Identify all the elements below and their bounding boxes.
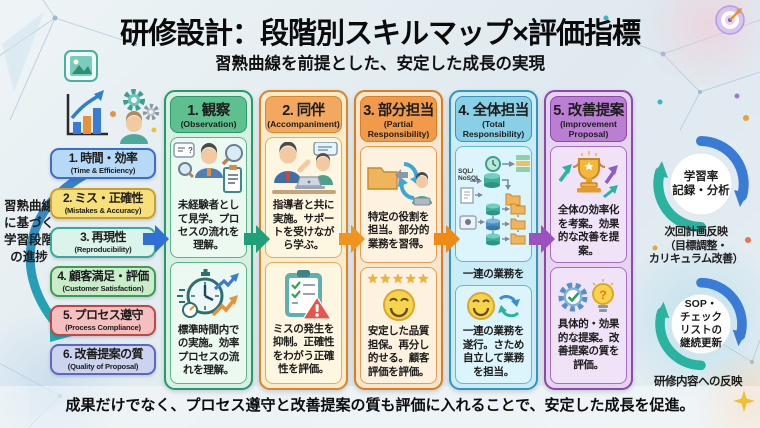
metric-sublabel: (Customer Satisfaction) [62, 283, 144, 293]
stage-bottom-text: ミスの発生を抑制。正確性をわがう正確性を評価。 [272, 322, 335, 376]
gear-check-bulb-icon: ? [558, 279, 614, 313]
arrow-stage3-to-stage4 [434, 225, 460, 253]
sop-cycle-ring: SOP・ チェック リストの 継続更新 [653, 276, 749, 372]
data-flow-diagram-icon [458, 155, 530, 246]
cycle1-label: 学習率 記録・分析 [672, 170, 730, 197]
stage-subtitle-en: (Partial Responsibility) [367, 119, 430, 139]
stage-top-text: 未経験者として見学。プロセスの流れを理解。 [177, 199, 240, 252]
observer-magnifier-icon: ? [172, 142, 243, 194]
stage-mid-text: 一連の業務を [462, 268, 525, 281]
metric-label: 4. 顧客満足・評価 [57, 269, 149, 283]
stage-top-text: 全体の効率化を考案。効果的な改善を提案。 [557, 204, 620, 257]
metric-label: 6. 改善提案の質 [63, 347, 144, 361]
metric-label: 1. 時間・効率 [68, 151, 138, 165]
cycle1-caption: 次回計画反映 （目標調整・ カリキュラム改善） [648, 226, 744, 266]
svg-text:?: ? [599, 288, 606, 302]
stage-diagram-box: SQL/ NoSQL [455, 146, 532, 263]
arrow-stage2-to-stage3 [339, 225, 365, 253]
stage-bottom-box: ★★★★★ 安定した品質担保。再分し的せる。顧客評価を評価。 [360, 267, 437, 384]
stage-header: 5. 改善提案 (Improvement Proposal) [550, 96, 627, 143]
cycle2-caption: 研修内容への反映 [654, 376, 743, 388]
stage-bottom-box: 標準時間内での実施。効率プロセスの流れを理解。 [170, 262, 247, 384]
stage-top-box: 全体の効率化を考案。効果的な改善を提案。 [550, 146, 627, 264]
stage-subtitle-en: (Improvement Proposal) [560, 119, 617, 139]
sql-nosql-label: SQL/ NoSQL [458, 168, 481, 183]
stage-bottom-box: 一連の業務を遂行。さため自立して業務を担当。 [455, 285, 532, 384]
smiley-icon [382, 289, 415, 322]
task-rotation-icon [366, 162, 432, 206]
sparkle-icon [733, 390, 755, 412]
photo-chart-icon [64, 50, 98, 82]
stage-card-total-responsibility: 4. 全体担当 (Total Responsibility) SQL/ NoSQ… [449, 90, 538, 390]
stage-subtitle-en: (Accompaniment) [267, 119, 340, 129]
metric-sublabel: (Quality of Proposal) [67, 361, 139, 371]
metric-time-efficiency: 1. 時間・効率 (Time & Efficiency) [50, 148, 156, 179]
metric-label: 5. プロセス遵守 [63, 308, 144, 322]
metric-customer-satisfaction: 4. 顧客満足・評価 (Customer Satisfaction) [50, 266, 156, 297]
stage-subtitle-en: (Total Responsibility) [462, 119, 525, 139]
metric-sublabel: (Process Compliance) [65, 322, 141, 332]
stage-top-box: ? 未経験者として見学。プロセスの流れを理解。 [170, 136, 247, 259]
stage-card-observation: 1. 観察 (Observation) ? 未経験者として見学。プロセスの流れ [164, 90, 253, 390]
svg-text:?: ? [188, 146, 193, 155]
stopwatch-growth-icon [176, 268, 239, 318]
cycle-arrows-icon [653, 136, 749, 232]
stage-header: 4. 全体担当 (Total Responsibility) [455, 96, 532, 143]
stage-bottom-box: ? 具体的・効果的な提案。改善提案の質を評価。 [550, 267, 627, 384]
cycle2-label: SOP・ チェック リストの 継続更新 [680, 298, 722, 349]
arrow-stage1-to-stage2 [244, 225, 270, 253]
stage-title: 3. 部分担当 [363, 103, 434, 119]
side-label-learning-progress: 習熟曲線 に基づく 学習段階 の進捗 [3, 199, 54, 264]
stage-title: 1. 観察 [187, 103, 230, 119]
stage-top-text: 指導者と共に実施。サポートを受けながら学ぶ。 [272, 199, 335, 252]
footer-text: 成果だけでなく、プロセス遵守と改善提案の質も評価に入れることで、安定した成長を促… [65, 397, 695, 414]
page-subtitle: 習熟曲線を前提とした、安定した成長の実現 [215, 55, 545, 73]
metric-reproducibility: 3. 再現性 (Reproducibility) [50, 227, 156, 258]
metric-label: 3. 再現性 [80, 230, 126, 244]
metric-sublabel: (Time & Efficiency) [70, 165, 136, 175]
stage-bottom-text: 一連の業務を遂行。さため自立して業務を担当。 [462, 325, 525, 378]
stage-subtitle-en: (Observation) [180, 119, 237, 129]
metric-proposal-quality: 6. 改善提案の質 (Quality of Proposal) [50, 344, 156, 375]
cycle-arrows-icon [655, 277, 747, 371]
stage-bottom-text: 安定した品質担保。再分し的せる。顧客評価を評価。 [367, 325, 430, 378]
arrow-metrics-to-stage1 [143, 225, 169, 253]
stage-header: 2. 同伴 (Accompaniment) [265, 96, 342, 133]
metric-sublabel: (Mistakes & Accuracy) [64, 205, 142, 215]
dart-target-icon [715, 5, 745, 35]
stage-header: 3. 部分担当 (Partial Responsibility) [360, 96, 437, 143]
stage-top-box: 特定の役割を担当。部分的業務を習得。 [360, 146, 437, 264]
stage-card-accompaniment: 2. 同伴 (Accompaniment) 指導者と共に実施。サポートを受け [259, 90, 348, 390]
page-title: 研修設計：段階別スキルマップ×評価指標 [120, 18, 641, 50]
checklist-warning-icon [284, 269, 332, 320]
stage-header: 1. 観察 (Observation) [170, 96, 247, 133]
footer-band [0, 386, 760, 428]
stage-title: 4. 全体担当 [458, 103, 529, 119]
learning-cycle-ring: 学習率 記録・分析 [651, 134, 751, 234]
metric-label: 2. ミス・正確性 [63, 191, 144, 205]
stage-bottom-text: 標準時間内での実施。効率プロセスの流れを理解。 [177, 323, 240, 377]
stage-bottom-box: ミスの発生を抑制。正確性をわがう正確性を評価。 [265, 262, 342, 384]
arrow-stage4-to-stage5 [529, 225, 555, 253]
metric-mistakes-accuracy: 2. ミス・正確性 (Mistakes & Accuracy) [50, 188, 156, 219]
smiley-cycle-icon [466, 292, 520, 321]
stage-top-text: 特定の役割を担当。部分的業務を習得。 [367, 211, 430, 250]
trophy-arrows-icon [558, 151, 618, 199]
stage-title: 2. 同伴 [282, 103, 325, 119]
stage-title: 5. 改善提案 [553, 103, 624, 119]
mentor-pair-laptop-icon [271, 142, 338, 195]
stage-top-box: 指導者と共に実施。サポートを受けながら学ぶ。 [265, 136, 342, 259]
stage-card-partial-responsibility: 3. 部分担当 (Partial Responsibility) 特定の役割を担… [354, 90, 443, 390]
metric-process-compliance: 5. プロセス遵守 (Process Compliance) [50, 305, 156, 336]
growth-chart-gears-icon [66, 89, 160, 144]
metric-sublabel: (Reproducibility) [74, 244, 132, 254]
stage-card-improvement-proposal: 5. 改善提案 (Improvement Proposal) 全体の効率化を [544, 90, 633, 390]
five-stars-icon: ★★★★★ [366, 271, 431, 287]
stage-bottom-text: 具体的・効果的な提案。改善提案の質を評価。 [557, 318, 620, 371]
